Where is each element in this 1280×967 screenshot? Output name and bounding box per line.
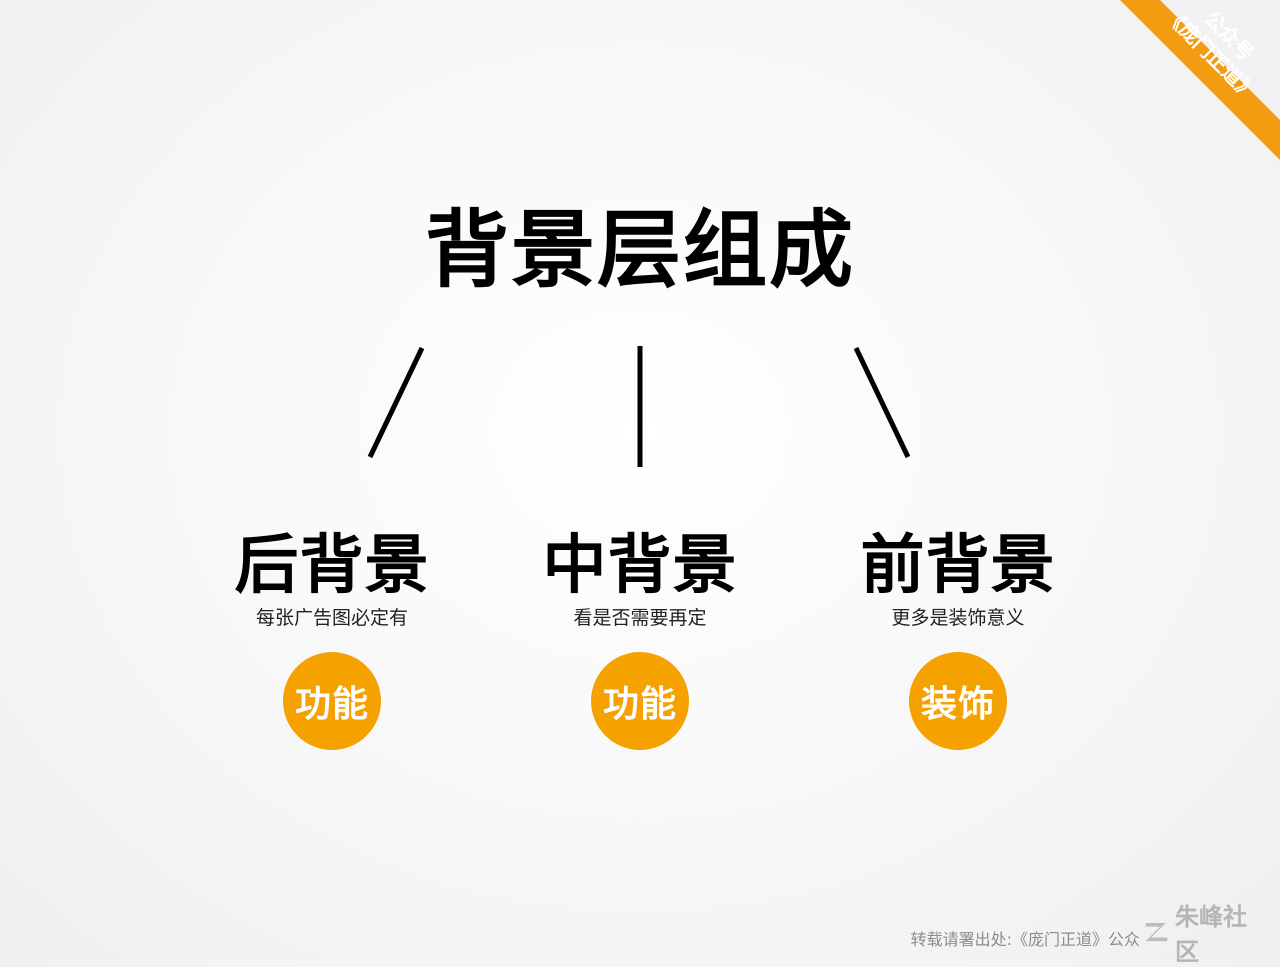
badge-function: 功能 xyxy=(591,652,689,750)
badge-decoration: 装饰 xyxy=(909,652,1007,750)
branch-heading: 后背景 xyxy=(234,529,430,603)
branch-description: 每张广告图必定有 xyxy=(255,607,408,629)
branch-heading: 中背景 xyxy=(542,529,738,603)
branch-description: 看是否需要再定 xyxy=(573,607,707,629)
footer-logo: 朱峰社区 xyxy=(1142,903,1262,966)
branch-description: 更多是装饰意义 xyxy=(891,607,1025,629)
connector-right xyxy=(853,346,911,459)
diagram-title: 背景层组成 xyxy=(424,201,855,299)
footer-watermark-text: 转载请署出处:《庞门正道》公众 xyxy=(910,930,1140,949)
community-logo-icon xyxy=(1145,922,1168,942)
connector-left xyxy=(367,346,425,459)
branch-front-background: 前背景 更多是装饰意义 装饰 xyxy=(808,528,1108,750)
branch-middle-background: 中背景 看是否需要再定 功能 xyxy=(490,528,790,750)
badge-function: 功能 xyxy=(283,652,381,750)
footer-logo-text: 朱峰社区 xyxy=(1175,903,1247,966)
corner-ribbon: 公众号 《庞门正道》 xyxy=(1120,0,1280,160)
branch-heading: 前背景 xyxy=(860,529,1056,603)
branch-back-background: 后背景 每张广告图必定有 功能 xyxy=(182,528,482,750)
ribbon-shape: 公众号 《庞门正道》 xyxy=(1120,0,1280,160)
